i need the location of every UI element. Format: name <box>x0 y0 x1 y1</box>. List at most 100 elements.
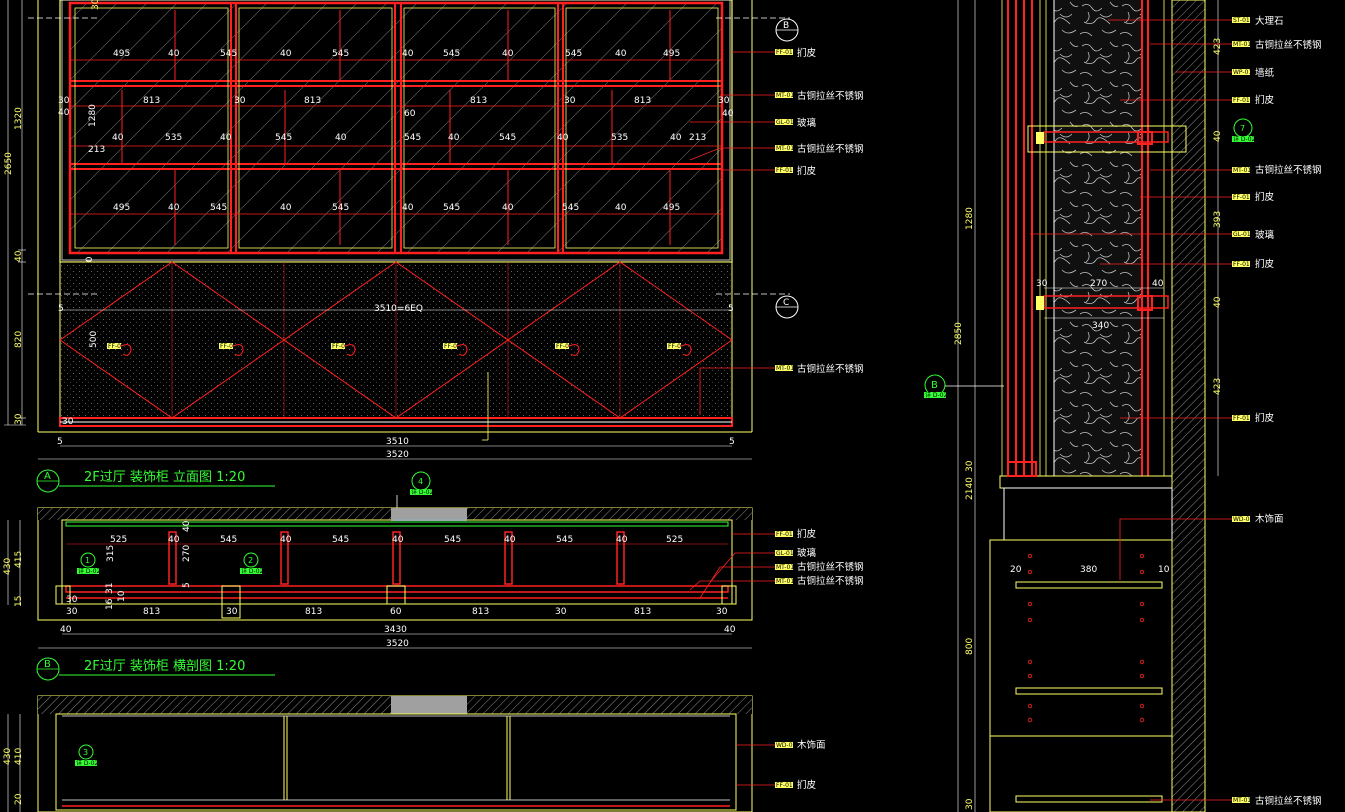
plan1-callout-steel-2: 古铜拉丝不锈钢 <box>797 575 864 587</box>
svg-text:FF-01: FF-01 <box>108 343 125 350</box>
plan1-callout-steel-1: 古铜拉丝不锈钢 <box>797 561 864 573</box>
dim-row2-40b: 40 <box>722 109 734 119</box>
section-callouts: ST-01 大理石 MT-01 古铜拉丝不锈钢 WP-01 墙纸 FF-01 扪… <box>1232 15 1322 807</box>
dim-row2-40e: 40 <box>335 133 347 143</box>
dim-row2-813b: 813 <box>304 96 321 106</box>
plan1-dim-40a: 40 <box>168 535 180 545</box>
plan1-dim-30b: 30 <box>226 607 238 617</box>
section-dim-800: 800 <box>965 638 975 655</box>
dim-elev-40: 40 <box>14 250 24 262</box>
svg-text:WD-02: WD-02 <box>776 742 797 749</box>
svg-text:GL-01: GL-01 <box>776 119 794 126</box>
plan1-grey-block <box>391 508 467 520</box>
section-dim-30b: 30 <box>965 460 975 472</box>
section-base-top <box>999 475 1173 489</box>
svg-text:FF-01: FF-01 <box>776 531 793 538</box>
svg-text:GL-01: GL-01 <box>776 550 794 557</box>
section-steel-lines <box>1007 0 1149 476</box>
svg-text:MT-01: MT-01 <box>1233 797 1251 804</box>
plan1-glass-line <box>65 585 729 593</box>
dim-row2-30d: 30 <box>718 96 730 106</box>
svg-text:详 D-02: 详 D-02 <box>411 488 434 496</box>
dim-elev-820: 820 <box>14 331 24 348</box>
diamond-tag-4: FF-01 <box>443 343 468 356</box>
dim-row2-213a: 213 <box>88 145 105 155</box>
dim-row3-40e: 40 <box>615 203 627 213</box>
diamond-tag-3: FF-01 <box>331 343 356 356</box>
svg-text:详 D-02: 详 D-02 <box>1233 135 1256 143</box>
title-a-marker: A <box>44 471 51 482</box>
svg-text:ST-01: ST-01 <box>1233 17 1250 24</box>
cabinet-shelves <box>69 80 723 170</box>
section-marker-7: 7 详 D-02 <box>1232 118 1256 143</box>
plan1-dim-813a: 813 <box>143 607 160 617</box>
dim-row2-1280: 1280 <box>88 104 98 127</box>
section-shelf-2 <box>1036 287 1169 319</box>
dim-panel-5b: 5 <box>728 304 734 314</box>
plan-title: 2F过厅 装饰柜 横剖图 1:20 <box>84 659 245 674</box>
plan1-dim-30d: 30 <box>716 607 728 617</box>
svg-text:FF-01: FF-01 <box>332 343 349 350</box>
plan1-marker-2: 2 详 D-02 <box>240 552 264 575</box>
svg-text:详 D-02: 详 D-02 <box>925 391 948 399</box>
plan2-left-410: 410 <box>14 748 24 765</box>
dim-row2-545a: 545 <box>275 133 292 143</box>
dim-row1-545c: 545 <box>443 49 460 59</box>
svg-text:3: 3 <box>83 748 88 757</box>
svg-text:MT-01: MT-01 <box>776 92 794 99</box>
section-callout-glass: 玻璃 <box>1255 229 1274 241</box>
svg-text:FF-01: FF-01 <box>776 49 793 56</box>
dim-row2-40g: 40 <box>557 133 569 143</box>
dim-row2-40d: 40 <box>220 133 232 143</box>
svg-text:B: B <box>931 380 938 391</box>
dim-500: 500 <box>89 331 99 348</box>
svg-text:FF-01: FF-01 <box>444 343 461 350</box>
svg-text:FF-01: FF-01 <box>1233 415 1250 422</box>
section-drawer-rails <box>1015 581 1163 803</box>
section-dim-380: 380 <box>1080 565 1097 575</box>
dim-row2-813c: 813 <box>470 96 487 106</box>
dim-row3-545d: 545 <box>562 203 579 213</box>
plan1-dim-31: 31 <box>105 583 115 594</box>
dim-elev-2650: 2650 <box>4 152 14 175</box>
svg-text:WD-01: WD-01 <box>1233 516 1254 523</box>
plan1-dim-525b: 525 <box>666 535 683 545</box>
svg-text:FF-01: FF-01 <box>556 343 573 350</box>
dim-row2-40f: 40 <box>448 133 460 143</box>
plan1-dim-30a: 30 <box>66 607 78 617</box>
dim-row2-40h: 40 <box>670 133 682 143</box>
plan1-dim-10: 10 <box>117 590 127 602</box>
title-b-marker: B <box>44 659 51 670</box>
svg-text:MT-01: MT-01 <box>776 365 794 372</box>
plan1-callout-trim: 扪皮 <box>797 528 817 540</box>
section-dim-423b: 423 <box>1213 378 1223 395</box>
section-dim-393: 393 <box>1213 211 1223 228</box>
diamond-tag-2: FF-01 <box>219 343 244 356</box>
dim-row3-495a: 495 <box>113 203 130 213</box>
section-dim-423a: 423 <box>1213 38 1223 55</box>
cabinet-mullions <box>230 2 564 254</box>
plan1-dim-60: 60 <box>390 607 402 617</box>
svg-text:FF-01: FF-01 <box>1233 194 1250 201</box>
plan1-marker-1: 1 详 D-02 <box>77 552 101 575</box>
callout-steel-2: 古铜拉丝不锈钢 <box>797 143 864 155</box>
plan1-callout-glass: 玻璃 <box>797 547 816 559</box>
callout-trim-2: 扪皮 <box>797 165 817 177</box>
dim-row1-40b: 40 <box>280 49 292 59</box>
plan1-bottom-40b: 40 <box>724 625 736 635</box>
plan2-left-20: 20 <box>14 793 24 805</box>
dim-row3-545a: 545 <box>210 203 227 213</box>
dim-row2-813a: 813 <box>143 96 160 106</box>
dim-bottom-3520: 3520 <box>386 450 409 460</box>
svg-text:C: C <box>783 298 789 308</box>
dim-row2-545c: 545 <box>499 133 516 143</box>
dim-row1-545d: 545 <box>565 49 582 59</box>
section-callout-trim-3: 扪皮 <box>1255 258 1275 270</box>
section-dim-40b: 40 <box>1213 296 1223 308</box>
svg-text:MT-01: MT-01 <box>776 578 794 585</box>
title-block-a: A 2F过厅 装饰柜 立面图 1:20 <box>36 469 275 493</box>
plan1-dim-40d: 40 <box>504 535 516 545</box>
svg-text:详 D-02: 详 D-02 <box>241 567 264 575</box>
dim-plinth-30: 30 <box>62 417 74 427</box>
plan1-dim-545d: 545 <box>556 535 573 545</box>
